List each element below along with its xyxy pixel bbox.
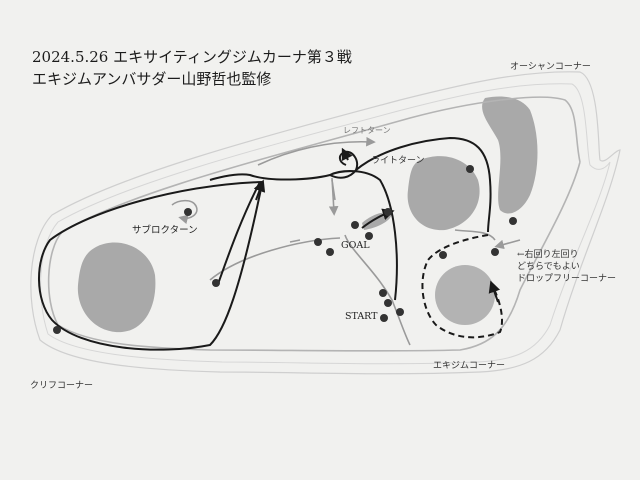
course-outline-outer bbox=[30, 71, 621, 375]
island-bottom-right bbox=[435, 265, 495, 325]
start-label: START bbox=[345, 311, 378, 322]
pylon bbox=[365, 232, 373, 240]
route-grey-ocean bbox=[454, 229, 496, 241]
pylon bbox=[379, 289, 387, 297]
pylon bbox=[384, 208, 392, 216]
pylon bbox=[53, 326, 61, 334]
pylon bbox=[326, 248, 334, 256]
route-grey-mid bbox=[209, 237, 341, 281]
route-main-arrow bbox=[253, 179, 266, 201]
pylon bbox=[466, 165, 474, 173]
route-drop-free-arrow bbox=[488, 280, 501, 303]
direction-note-line2: どちらでもよい bbox=[517, 262, 580, 272]
ocean-corner-label: オーシャンコーナー bbox=[510, 62, 591, 72]
route-grey-right bbox=[494, 239, 521, 250]
route-drop-free-dashed bbox=[421, 234, 503, 339]
pylon bbox=[396, 308, 404, 316]
island-center bbox=[407, 156, 480, 231]
pylon bbox=[314, 238, 322, 246]
direction-note-line1: ←右回り左回り bbox=[517, 250, 579, 260]
pylon bbox=[509, 217, 517, 225]
route-main bbox=[38, 136, 492, 351]
route-grey-subloop bbox=[171, 199, 198, 225]
right-turn-label: ライトターン bbox=[371, 156, 425, 166]
route-grey-left-turn bbox=[257, 136, 376, 166]
route-main-arrow-loop bbox=[341, 147, 353, 162]
pylon bbox=[491, 248, 499, 256]
event-subtitle: エキジムアンバサダー山野哲也監修 bbox=[32, 70, 272, 88]
pylons bbox=[53, 165, 517, 334]
course-outline-inner bbox=[40, 83, 611, 365]
pylon bbox=[351, 221, 359, 229]
route-grey-arrow-down bbox=[328, 177, 339, 216]
sub-block-turn-label: サブロクターン bbox=[132, 225, 198, 236]
pylon bbox=[380, 314, 388, 322]
goal-label: GOAL bbox=[341, 240, 370, 251]
pylon bbox=[439, 251, 447, 259]
event-title: 2024.5.26 エキサイティングジムカーナ第３戦 bbox=[32, 48, 352, 66]
title-block: 2024.5.26 エキサイティングジムカーナ第３戦 エキジムアンバサダー山野哲… bbox=[32, 46, 352, 90]
direction-note: ←右回り左回り どちらでもよい ドロップフリーコーナー bbox=[517, 249, 616, 285]
left-turn-label: レフトターン bbox=[343, 126, 391, 135]
pylon bbox=[212, 279, 220, 287]
pylon bbox=[184, 208, 192, 216]
island-left bbox=[77, 242, 156, 333]
cliff-corner-label: クリフコーナー bbox=[30, 381, 94, 391]
exgym-corner-label: エキジムコーナー bbox=[433, 361, 506, 371]
island-upper-right bbox=[482, 96, 538, 214]
pylon bbox=[384, 299, 392, 307]
drop-free-corner-label: ドロップフリーコーナー bbox=[517, 274, 617, 284]
